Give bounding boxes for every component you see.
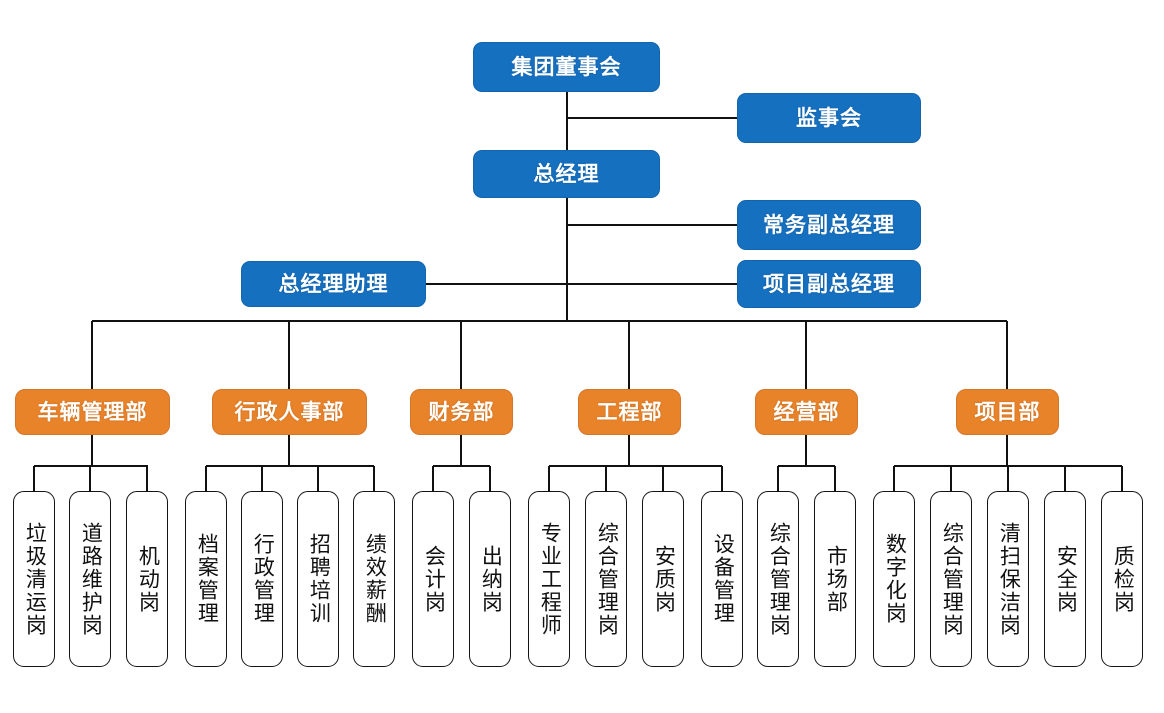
node-board-of-directors[interactable]: 集团董事会 bbox=[473, 42, 660, 92]
dept-operations[interactable]: 经营部 bbox=[755, 389, 858, 435]
post-box[interactable]: 档案管理 bbox=[185, 491, 227, 667]
dept-finance[interactable]: 财务部 bbox=[410, 389, 513, 435]
dept-admin-hr[interactable]: 行政人事部 bbox=[212, 389, 367, 435]
post-box[interactable]: 会计岗 bbox=[412, 491, 454, 667]
post-box[interactable]: 综合管理岗 bbox=[585, 491, 627, 667]
post-box[interactable]: 安质岗 bbox=[642, 491, 684, 667]
post-box[interactable]: 垃圾清运岗 bbox=[13, 491, 55, 667]
post-box[interactable]: 综合管理岗 bbox=[930, 491, 972, 667]
post-box[interactable]: 出纳岗 bbox=[469, 491, 511, 667]
post-box[interactable]: 道路维护岗 bbox=[69, 491, 111, 667]
post-box[interactable]: 数字化岗 bbox=[873, 491, 915, 667]
post-box[interactable]: 机动岗 bbox=[126, 491, 168, 667]
post-box[interactable]: 招聘培训 bbox=[297, 491, 339, 667]
post-box[interactable]: 清扫保洁岗 bbox=[987, 491, 1029, 667]
dept-project[interactable]: 项目部 bbox=[956, 389, 1059, 435]
post-box[interactable]: 安全岗 bbox=[1044, 491, 1086, 667]
node-executive-vice-gm[interactable]: 常务副总经理 bbox=[737, 200, 921, 250]
node-gm-assistant[interactable]: 总经理助理 bbox=[241, 261, 426, 307]
node-supervisory-board[interactable]: 监事会 bbox=[737, 93, 921, 143]
post-box[interactable]: 专业工程师 bbox=[528, 491, 570, 667]
post-box[interactable]: 设备管理 bbox=[701, 491, 743, 667]
post-box[interactable]: 市场部 bbox=[814, 491, 856, 667]
node-project-vice-gm[interactable]: 项目副总经理 bbox=[737, 260, 921, 308]
node-general-manager[interactable]: 总经理 bbox=[473, 150, 660, 198]
post-box[interactable]: 质检岗 bbox=[1101, 491, 1143, 667]
post-box[interactable]: 综合管理岗 bbox=[757, 491, 799, 667]
post-box[interactable]: 绩效薪酬 bbox=[353, 491, 395, 667]
dept-engineering[interactable]: 工程部 bbox=[578, 389, 681, 435]
dept-vehicle-management[interactable]: 车辆管理部 bbox=[15, 389, 170, 435]
post-box[interactable]: 行政管理 bbox=[241, 491, 283, 667]
